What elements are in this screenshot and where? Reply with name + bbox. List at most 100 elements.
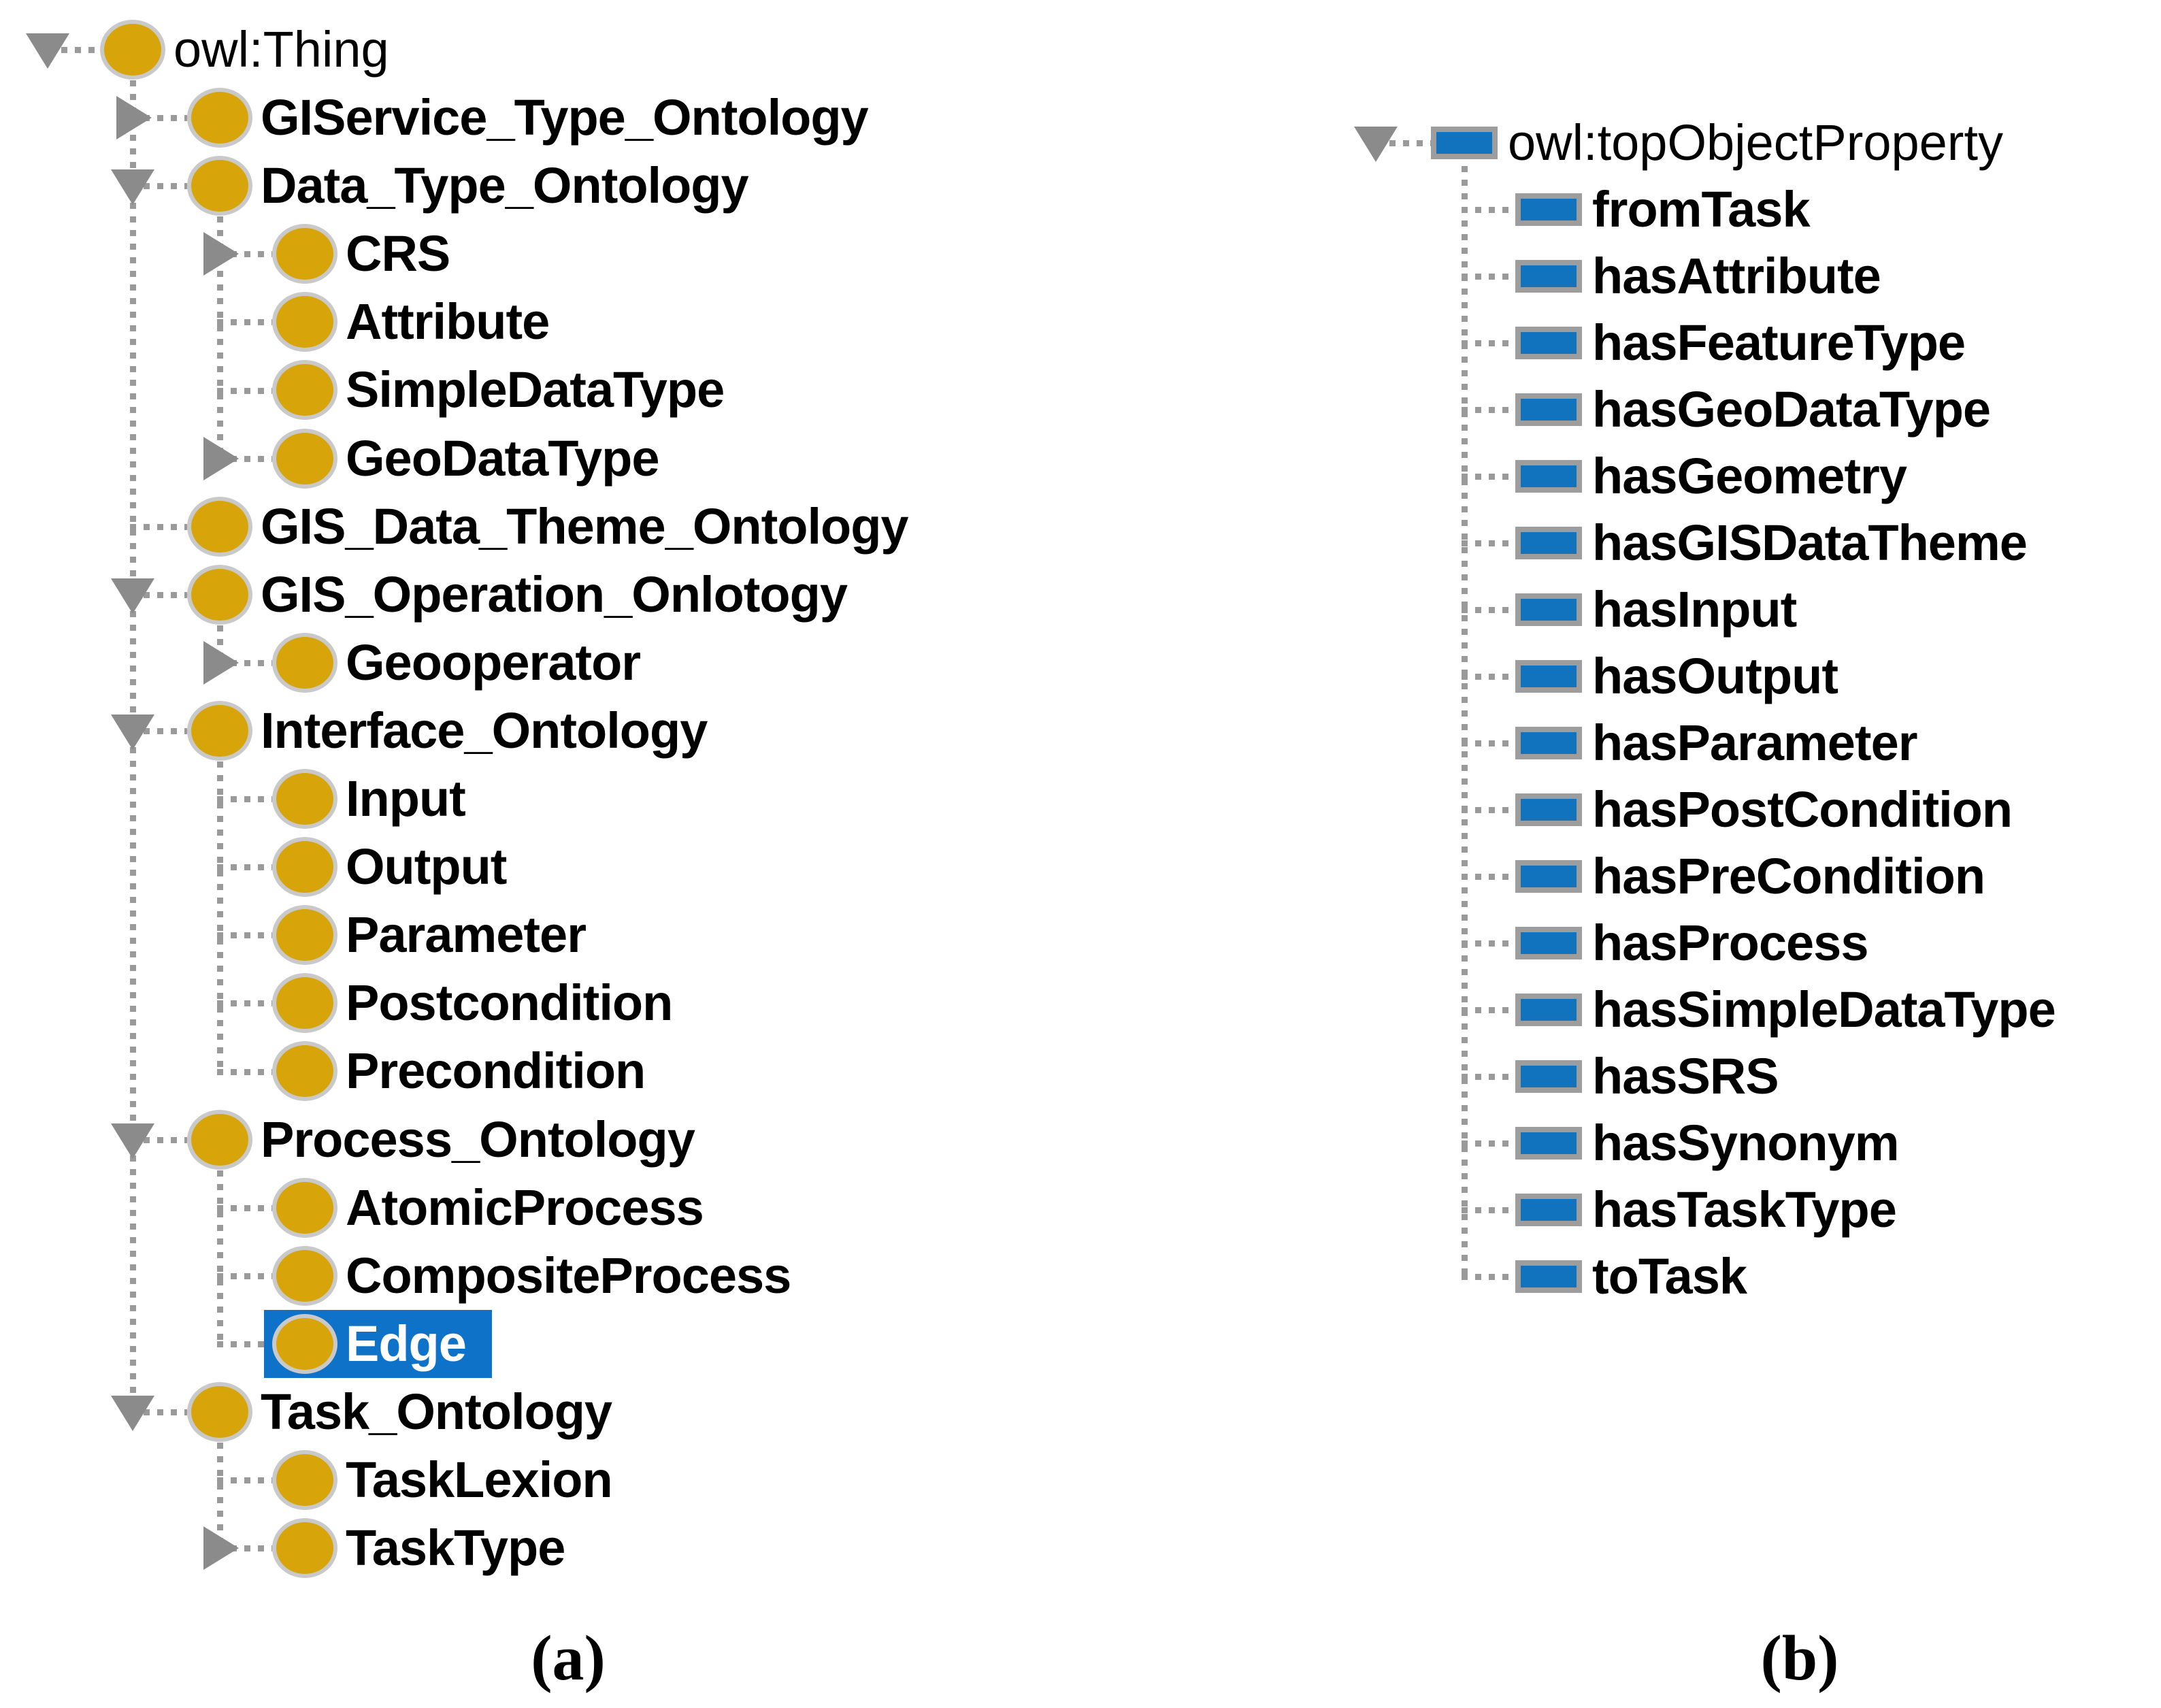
tree-node[interactable]: hasGeoDataType (1507, 376, 1991, 443)
tree-connector-horizontal (1462, 607, 1515, 613)
tree-node[interactable]: hasParameter (1507, 710, 1918, 776)
tree-node-label: TaskType (346, 1520, 565, 1576)
tree-node[interactable]: GIService_Type_Ontology (179, 84, 869, 152)
tree-connector-horizontal (217, 319, 272, 325)
class-icon (272, 633, 337, 693)
tree-node[interactable]: Parameter (264, 901, 587, 969)
class-icon (187, 1110, 252, 1170)
tree-toggle-collapsed-icon[interactable] (203, 437, 239, 480)
tree-node[interactable]: Output (264, 833, 507, 901)
object-property-icon (1515, 327, 1582, 359)
class-icon (272, 1041, 337, 1101)
tree-node-label: Geooperator (346, 634, 641, 691)
object-property-icon (1515, 1260, 1582, 1293)
class-icon (272, 292, 337, 352)
tree-node-label: hasGeoDataType (1592, 381, 1991, 438)
tree-connector-horizontal (1462, 874, 1515, 880)
tree-node-label: Input (346, 770, 466, 827)
object-property-icon (1515, 993, 1582, 1026)
class-icon (187, 497, 252, 557)
tree-node[interactable]: hasPostCondition (1507, 776, 2013, 843)
tree-node[interactable]: toTask (1507, 1243, 1747, 1310)
tree-node[interactable]: hasSRS (1507, 1043, 1779, 1110)
tree-node[interactable]: TaskLexion (264, 1446, 613, 1514)
tree-node-label: hasPostCondition (1592, 781, 2013, 838)
tree-node[interactable]: fromTask (1507, 176, 1811, 243)
class-icon (272, 769, 337, 829)
tree-connector-horizontal (1462, 340, 1515, 346)
tree-node[interactable]: CRS (264, 220, 450, 288)
tree-node[interactable]: hasSynonym (1507, 1110, 1900, 1177)
tree-node[interactable]: Precondition (264, 1037, 646, 1105)
tree-connector-horizontal (217, 796, 272, 802)
tree-toggle-expanded-icon[interactable] (111, 169, 154, 205)
tree-connector-horizontal (1462, 1140, 1515, 1147)
tree-node[interactable]: hasPreCondition (1507, 843, 1985, 910)
tree-node[interactable]: owl:topObjectProperty (1423, 110, 2003, 176)
tree-node[interactable]: Task_Ontology (179, 1378, 612, 1446)
class-icon (272, 429, 337, 489)
tree-node[interactable]: Process_Ontology (179, 1106, 695, 1174)
tree-toggle-collapsed-icon[interactable] (203, 1526, 239, 1570)
object-property-icon (1515, 260, 1582, 293)
tree-toggle-expanded-icon[interactable] (111, 1396, 154, 1431)
object-property-icon (1515, 727, 1582, 759)
tree-node[interactable]: Postcondition (264, 969, 673, 1037)
tree-connector-vertical (217, 761, 223, 1074)
tree-toggle-expanded-icon[interactable] (26, 33, 69, 69)
tree-connector-horizontal (130, 1137, 187, 1143)
tree-node[interactable]: hasOutput (1507, 643, 1838, 710)
tree-node[interactable]: TaskType (264, 1514, 565, 1582)
tree-node[interactable]: hasGeometry (1507, 443, 1907, 510)
object-property-icon (1515, 527, 1582, 559)
tree-node-label: hasTaskType (1592, 1181, 1897, 1238)
tree-node[interactable]: Geooperator (264, 629, 641, 697)
tree-connector-horizontal (130, 1409, 187, 1415)
tree-toggle-collapsed-icon[interactable] (116, 96, 152, 139)
tree-node-label: Data_Type_Ontology (261, 157, 749, 214)
tree-node-label: GIS_Operation_Onlotogy (261, 566, 848, 623)
tree-node[interactable]: AtomicProcess (264, 1174, 704, 1242)
tree-node[interactable]: GeoDataType (264, 425, 660, 493)
tree-node-label: hasInput (1592, 581, 1797, 638)
tree-connector-horizontal (217, 932, 272, 938)
object-property-icon (1515, 460, 1582, 493)
tree-node[interactable]: SimpleDataType (264, 356, 725, 424)
tree-node[interactable]: hasFeatureType (1507, 310, 1966, 376)
tree-node[interactable]: GIS_Operation_Onlotogy (179, 561, 848, 629)
tree-node[interactable]: hasInput (1507, 576, 1797, 643)
tree-node[interactable]: hasProcess (1507, 910, 1868, 976)
tree-connector-horizontal (1462, 474, 1515, 480)
tree-node[interactable]: Attribute (264, 288, 550, 356)
tree-node[interactable]: Edge (264, 1310, 492, 1378)
tree-connector-horizontal (1462, 1274, 1515, 1280)
tree-toggle-expanded-icon[interactable] (111, 578, 154, 614)
tree-node[interactable]: Data_Type_Ontology (179, 152, 749, 220)
tree-node[interactable]: owl:Thing (92, 16, 389, 84)
tree-node-label: AtomicProcess (346, 1179, 704, 1236)
tree-node[interactable]: hasSimpleDataType (1507, 976, 2056, 1043)
tree-toggle-expanded-icon[interactable] (111, 1123, 154, 1159)
tree-node[interactable]: Interface_Ontology (179, 697, 708, 765)
tree-connector-horizontal (217, 1341, 272, 1347)
class-icon (272, 1450, 337, 1510)
tree-toggle-collapsed-icon[interactable] (203, 232, 239, 276)
tree-node[interactable]: hasAttribute (1507, 243, 1881, 310)
tree-connector-horizontal (1462, 674, 1515, 680)
class-icon (272, 973, 337, 1033)
class-icon (100, 20, 165, 80)
tree-node[interactable]: hasGISDataTheme (1507, 510, 2028, 576)
tree-node[interactable]: hasTaskType (1507, 1177, 1897, 1243)
panel-a-label: (a) (531, 1623, 606, 1694)
tree-node-label: Attribute (346, 293, 550, 350)
tree-node-label: hasProcess (1592, 915, 1868, 971)
tree-node[interactable]: Input (264, 765, 466, 833)
class-icon (187, 701, 252, 761)
tree-node-label: hasSynonym (1592, 1115, 1900, 1171)
tree-toggle-expanded-icon[interactable] (111, 715, 154, 750)
tree-toggle-expanded-icon[interactable] (1354, 127, 1398, 162)
tree-node[interactable]: GIS_Data_Theme_Ontology (179, 493, 909, 561)
tree-toggle-collapsed-icon[interactable] (203, 641, 239, 685)
tree-connector-horizontal (217, 660, 272, 666)
tree-node[interactable]: CompositeProcess (264, 1242, 791, 1310)
